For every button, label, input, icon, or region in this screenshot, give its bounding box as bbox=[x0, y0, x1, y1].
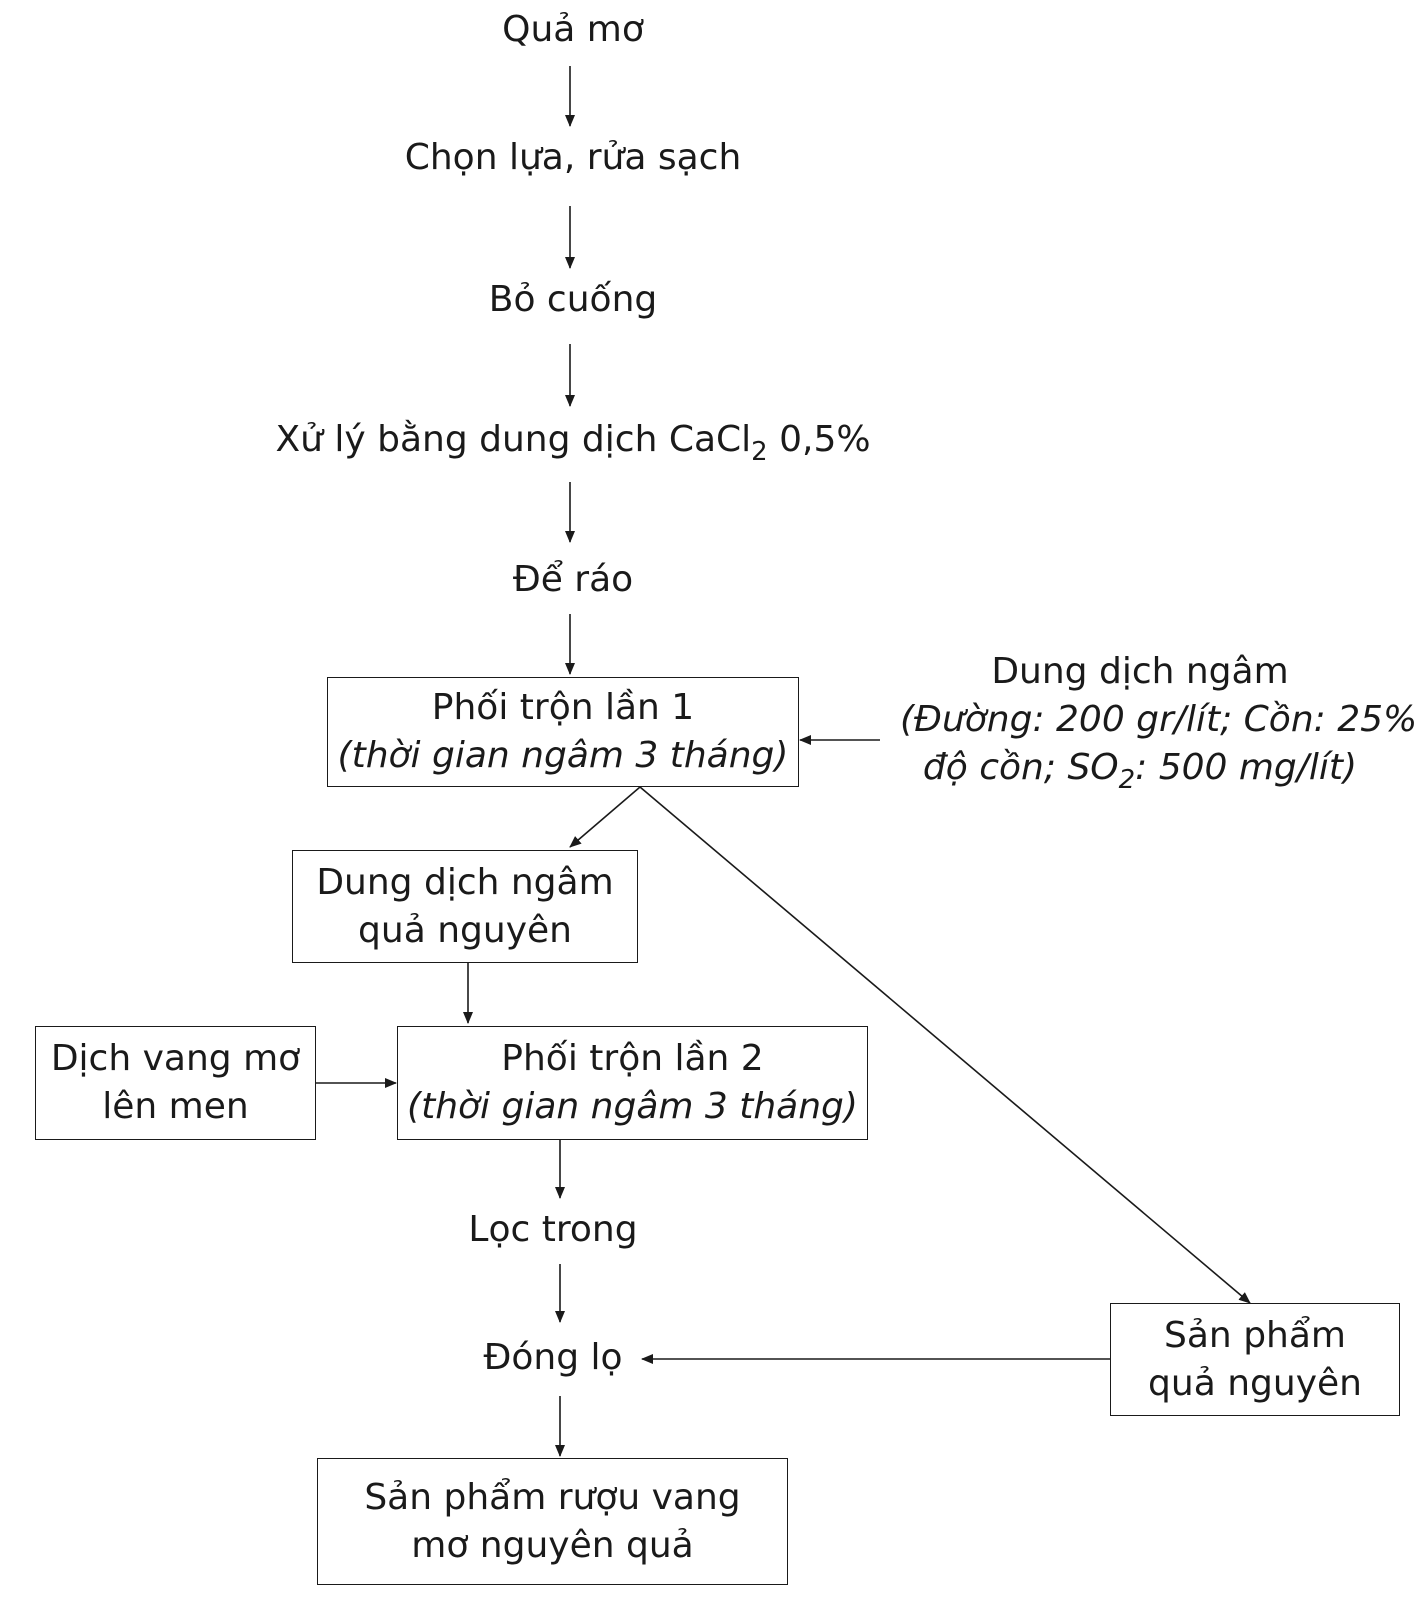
phoi-tron-2-title: Phối trộn lần 2 bbox=[501, 1038, 764, 1080]
step-loc-trong: Lọc trong bbox=[468, 1209, 638, 1250]
wine-line-1: Dịch vang mơ bbox=[50, 1038, 301, 1080]
box-san-pham-ruou-vang: Sản phẩm rượu vang mơ nguyên quả bbox=[317, 1458, 788, 1585]
step-xu-ly-subscript: 2 bbox=[751, 437, 768, 468]
step-bo-cuong: Bỏ cuống bbox=[488, 279, 658, 320]
step-chon-lua-rua-sach: Chọn lựa, rửa sạch bbox=[404, 137, 742, 178]
whole-fruit-line-1: Sản phẩm bbox=[1164, 1314, 1346, 1356]
soak-liquid-line-1: Dung dịch ngâm bbox=[316, 861, 614, 903]
final-line-1: Sản phẩm rượu vang bbox=[364, 1476, 741, 1518]
note-line-3: độ cồn; SO2: 500 mg/lít) bbox=[900, 744, 1380, 793]
phoi-tron-1-duration: (thời gian ngâm 3 tháng) bbox=[337, 735, 789, 776]
arrow-phoi-tron-1-to-whole-fruit bbox=[639, 786, 1251, 1304]
step-de-rao: Để ráo bbox=[512, 559, 634, 600]
step-xu-ly-text: Xử lý bằng dung dịch CaCl bbox=[275, 419, 752, 460]
step-dong-lo: Đóng lọ bbox=[483, 1337, 623, 1378]
box-san-pham-qua-nguyen: Sản phẩm quả nguyên bbox=[1110, 1303, 1400, 1416]
note-line-2: (Đường: 200 gr/lít; Cồn: 25% bbox=[900, 699, 1418, 741]
arrow-phoi-tron-1-to-soak-liquid bbox=[569, 786, 641, 848]
box-phoi-tron-lan-1: Phối trộn lần 1 (thời gian ngâm 3 tháng) bbox=[327, 677, 799, 787]
wine-line-2: lên men bbox=[102, 1086, 249, 1127]
whole-fruit-line-2: quả nguyên bbox=[1148, 1362, 1362, 1404]
note-line-3-text: độ cồn; SO bbox=[922, 747, 1119, 789]
box-dich-vang-mo: Dịch vang mơ lên men bbox=[35, 1026, 316, 1140]
box-dung-dich-ngam-qua-nguyen: Dung dịch ngâm quả nguyên bbox=[292, 850, 638, 963]
soak-liquid-line-2: quả nguyên bbox=[358, 909, 572, 951]
note-dung-dich-ngam: Dung dịch ngâm (Đường: 200 gr/lít; Cồn: … bbox=[900, 648, 1418, 793]
step-xu-ly-cacl2: Xử lý bằng dung dịch CaCl2 0,5% bbox=[275, 419, 871, 466]
note-title: Dung dịch ngâm bbox=[991, 651, 1289, 692]
box-phoi-tron-lan-2: Phối trộn lần 2 (thời gian ngâm 3 tháng) bbox=[397, 1026, 868, 1140]
phoi-tron-1-title: Phối trộn lần 1 bbox=[431, 687, 695, 729]
step-qua-mo: Quả mơ bbox=[502, 9, 644, 50]
note-line-3-subscript: 2 bbox=[1118, 765, 1136, 796]
note-line-3-value: : 500 mg/lít) bbox=[1135, 747, 1358, 789]
phoi-tron-2-duration: (thời gian ngâm 3 tháng) bbox=[407, 1086, 858, 1127]
final-line-2: mơ nguyên quả bbox=[411, 1524, 694, 1566]
step-xu-ly-concentration: 0,5% bbox=[767, 419, 871, 460]
